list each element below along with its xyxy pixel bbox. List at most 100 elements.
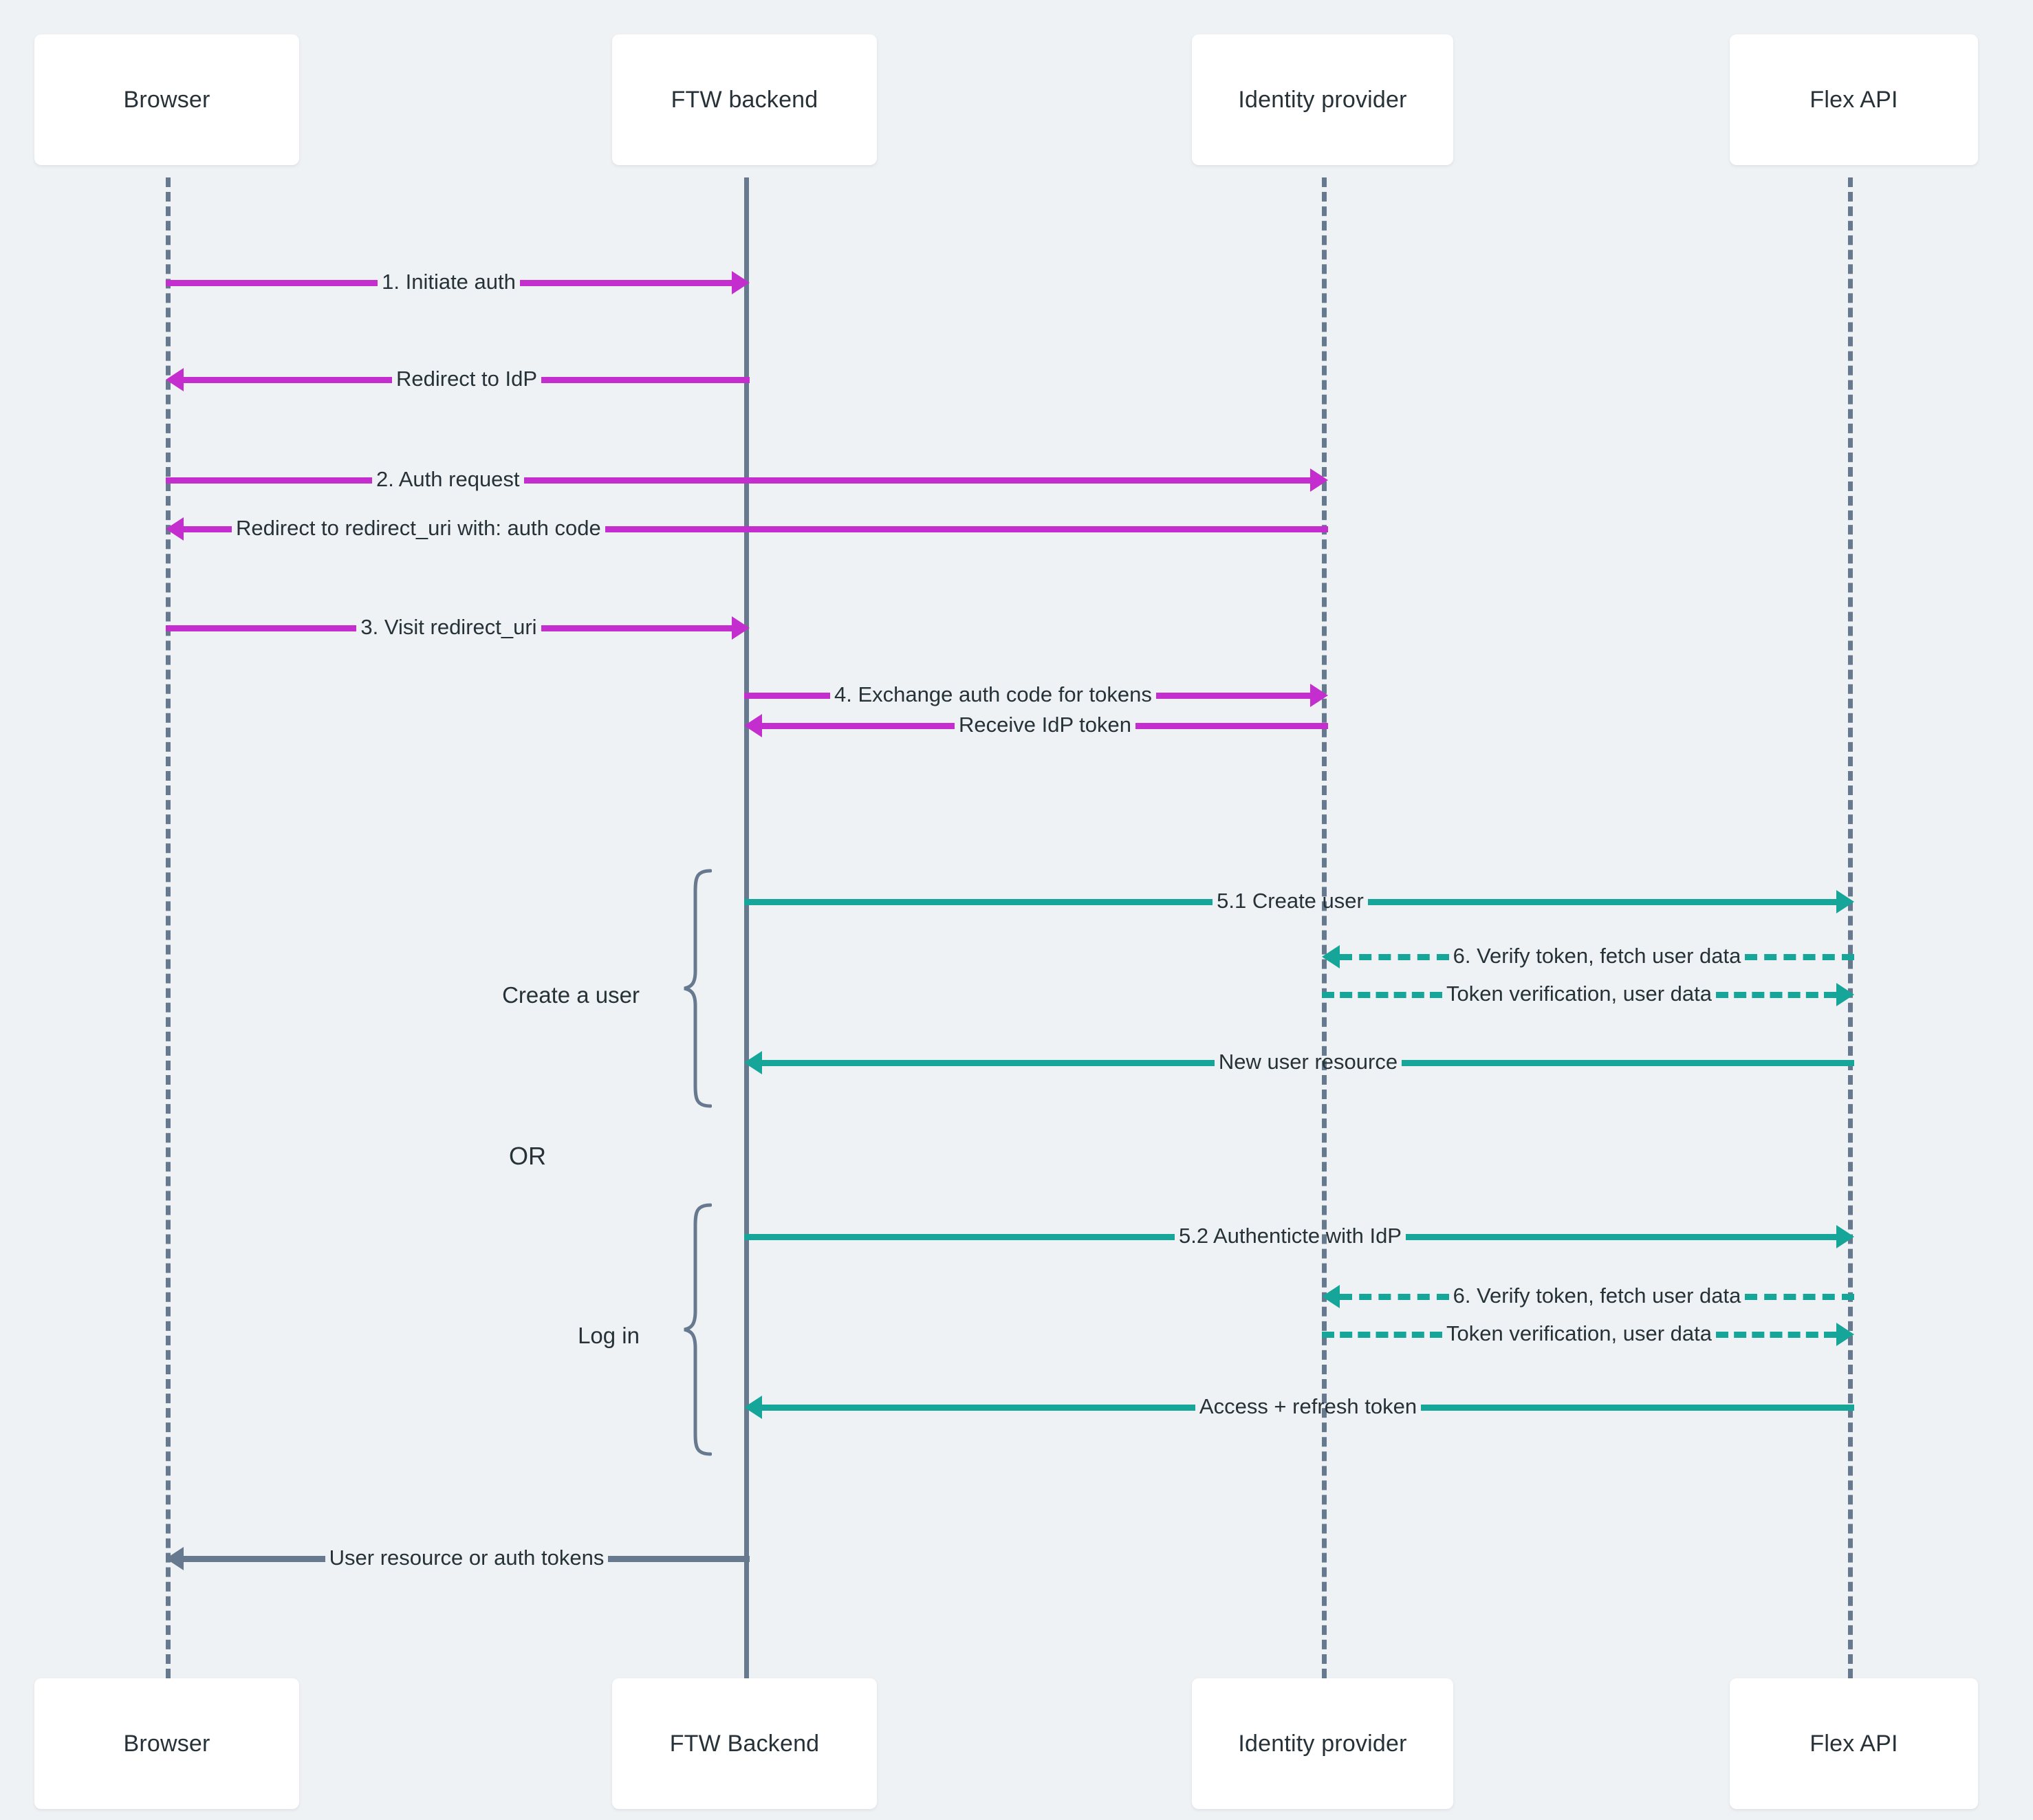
brace-log-in [657,1202,712,1457]
actor-box-idp-bottom[interactable]: Identity provider [1192,1678,1453,1809]
message-authenticate-with-idp[interactable]: 5.2 Authenticte with IdP [744,1223,1854,1250]
message-label: Redirect to IdP [395,366,538,391]
lifeline-ftw [744,177,749,1678]
message-new-user-resource[interactable]: New user resource [744,1049,1854,1076]
actor-label-browser-top: Browser [123,86,210,113]
lifeline-idp [1322,177,1327,1678]
message-label: 3. Visit redirect_uri [360,614,537,639]
message-label: 1. Initiate auth [382,269,516,294]
arrowhead-left-icon [744,1051,762,1074]
message-receive-idp-token[interactable]: Receive IdP token [744,712,1328,739]
arrowhead-right-icon [1310,468,1328,492]
message-line [1322,991,1442,998]
lifeline-flex [1848,177,1853,1678]
arrowhead-right-icon [1310,684,1328,707]
message-label: Receive IdP token [958,712,1132,737]
actor-label-flex-top: Flex API [1809,86,1898,113]
message-exchange-auth-code[interactable]: 4. Exchange auth code for tokens [744,682,1328,709]
actor-label-ftw-top: FTW backend [671,86,818,113]
message-redirect-to-idp[interactable]: Redirect to IdP [166,366,750,393]
arrowhead-right-icon [732,616,750,640]
message-line [1716,991,1836,998]
message-initiate-auth[interactable]: 1. Initiate auth [166,269,750,296]
message-line [1716,1331,1836,1338]
message-line [184,526,232,532]
brace-create-a-user [657,868,712,1109]
message-label: Token verification, user data [1446,1321,1712,1345]
message-line [1340,953,1449,960]
actor-box-flex-bottom[interactable]: Flex API [1730,1678,1978,1809]
arrowhead-right-icon [1836,983,1854,1006]
message-line [1367,898,1837,905]
message-token-verification-1[interactable]: Token verification, user data [1322,981,1854,1008]
message-line [166,625,357,631]
message-line [1406,1233,1836,1240]
message-line [744,898,1213,905]
arrowhead-left-icon [744,714,762,737]
message-line [541,625,732,631]
message-verify-token-2[interactable]: 6. Verify token, fetch user data [1322,1283,1854,1310]
message-access-refresh-token[interactable]: Access + refresh token [744,1394,1854,1421]
message-line [523,477,1310,484]
message-line [605,526,1328,532]
message-label: 4. Exchange auth code for tokens [834,682,1152,706]
message-line [519,279,732,286]
actor-box-ftw-bottom[interactable]: FTW Backend [612,1678,877,1809]
message-line [1155,692,1310,699]
message-label: Access + refresh token [1199,1394,1417,1418]
actor-box-browser-top[interactable]: Browser [34,34,299,165]
message-user-resource-or-auth-tokens[interactable]: User resource or auth tokens [166,1545,750,1572]
message-create-user[interactable]: 5.1 Create user [744,888,1855,916]
message-line [1322,1331,1442,1338]
message-verify-token-1[interactable]: 6. Verify token, fetch user data [1322,943,1854,971]
message-line [166,279,378,286]
arrowhead-right-icon [1836,1225,1854,1248]
actor-box-flex-top[interactable]: Flex API [1730,34,1978,165]
separator-or: OR [509,1142,546,1171]
message-line [1421,1404,1854,1411]
group-label-create-a-user: Create a user [385,982,640,1008]
group-label-log-in: Log in [385,1323,640,1349]
message-label: Token verification, user data [1446,981,1712,1006]
message-label: User resource or auth tokens [329,1545,605,1570]
actor-box-browser-bottom[interactable]: Browser [34,1678,299,1809]
actor-label-browser-bottom: Browser [123,1730,210,1757]
message-line [762,1404,1195,1411]
actor-label-idp-bottom: Identity provider [1238,1730,1407,1757]
arrowhead-left-icon [1322,945,1340,968]
arrowhead-left-icon [166,1547,184,1570]
arrowhead-left-icon [166,368,184,391]
message-label: 5.2 Authenticte with IdP [1179,1223,1402,1248]
message-line [1402,1059,1854,1066]
arrowhead-right-icon [732,271,750,294]
message-line [762,1059,1215,1066]
actor-label-idp-top: Identity provider [1238,86,1407,113]
message-token-verification-2[interactable]: Token verification, user data [1322,1321,1854,1348]
actor-box-ftw-top[interactable]: FTW backend [612,34,877,165]
group-label-text: Create a user [502,982,640,1008]
group-label-text: Log in [578,1323,640,1348]
message-label: New user resource [1218,1049,1398,1074]
message-auth-request[interactable]: 2. Auth request [166,466,1328,494]
message-line [1340,1293,1449,1300]
actor-label-flex-bottom: Flex API [1809,1730,1898,1757]
message-label: Redirect to redirect_uri with: auth code [236,515,601,540]
message-label: 6. Verify token, fetch user data [1453,943,1741,968]
message-redirect-to-redirect-uri[interactable]: Redirect to redirect_uri with: auth code [166,515,1328,543]
message-line [762,722,955,729]
message-visit-redirect-uri[interactable]: 3. Visit redirect_uri [166,614,750,642]
arrowhead-right-icon [1836,890,1855,913]
message-line [1745,953,1854,960]
message-label: 5.1 Create user [1217,888,1364,913]
message-line [608,1555,750,1562]
message-line [1135,722,1328,729]
actor-box-idp-top[interactable]: Identity provider [1192,34,1453,165]
message-label: 2. Auth request [376,466,520,491]
message-label: 6. Verify token, fetch user data [1453,1283,1741,1308]
message-line [166,477,372,484]
message-line [184,1555,325,1562]
arrowhead-left-icon [166,517,184,541]
message-line [541,376,750,383]
arrowhead-right-icon [1836,1323,1854,1346]
